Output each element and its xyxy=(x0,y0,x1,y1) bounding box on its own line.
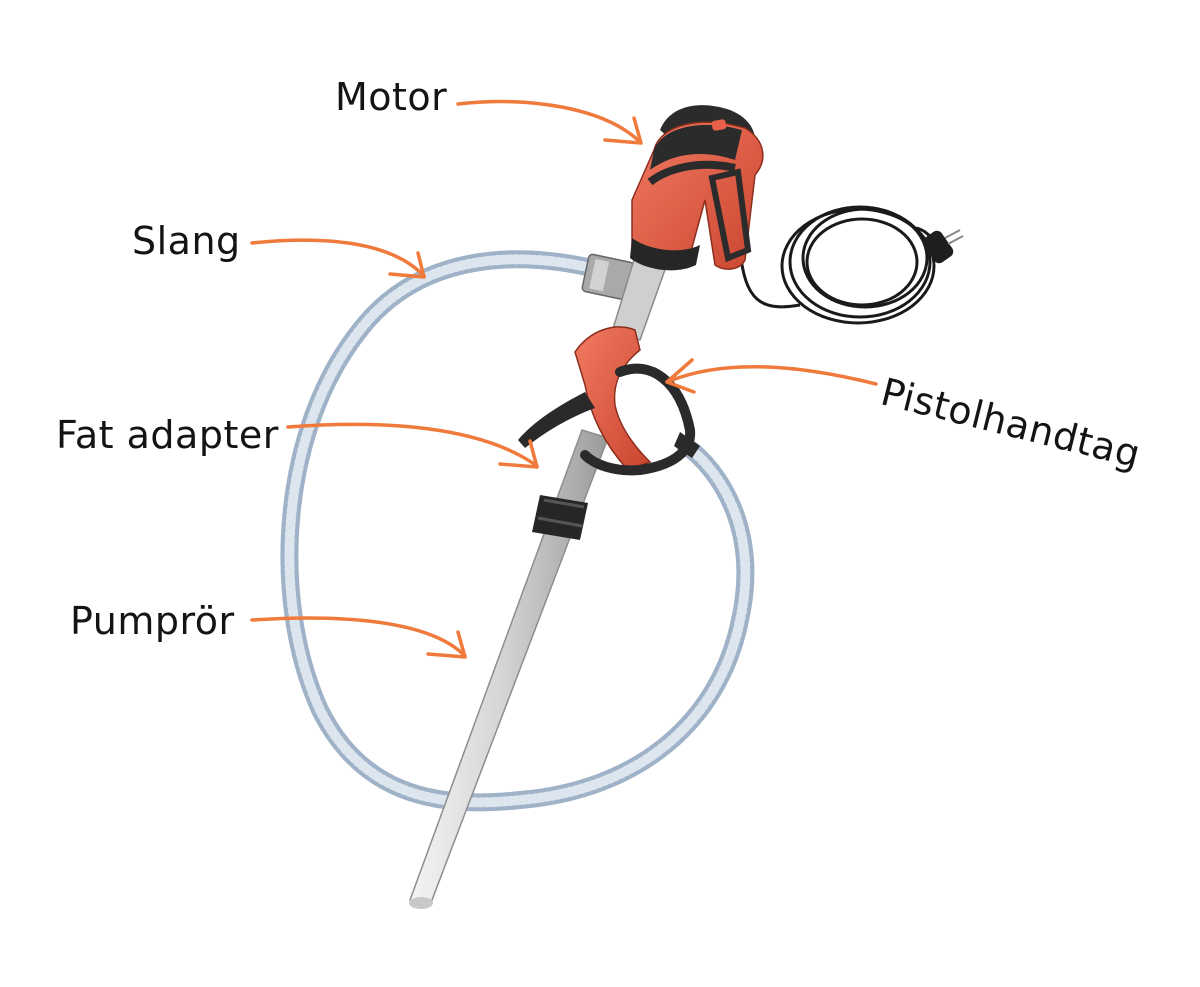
pistolhandtag-arrow xyxy=(665,358,878,394)
pumpror-arrow xyxy=(250,616,467,659)
power-plug xyxy=(922,229,964,264)
label-fat-adapter: Fat adapter xyxy=(56,413,279,457)
motor-unit xyxy=(630,105,764,271)
power-cable xyxy=(738,205,942,325)
label-motor: Motor xyxy=(335,75,448,119)
pump-tube xyxy=(409,429,609,909)
arrows xyxy=(250,99,878,659)
label-pumpror: Pumprör xyxy=(70,599,235,643)
hose xyxy=(280,250,755,812)
drum-adapter xyxy=(532,495,588,540)
motor-arrow xyxy=(456,99,643,145)
label-slang: Slang xyxy=(132,219,241,263)
slang-arrow xyxy=(250,238,426,279)
fat-adapter-arrow xyxy=(286,422,539,469)
pistol-handle xyxy=(518,326,700,476)
